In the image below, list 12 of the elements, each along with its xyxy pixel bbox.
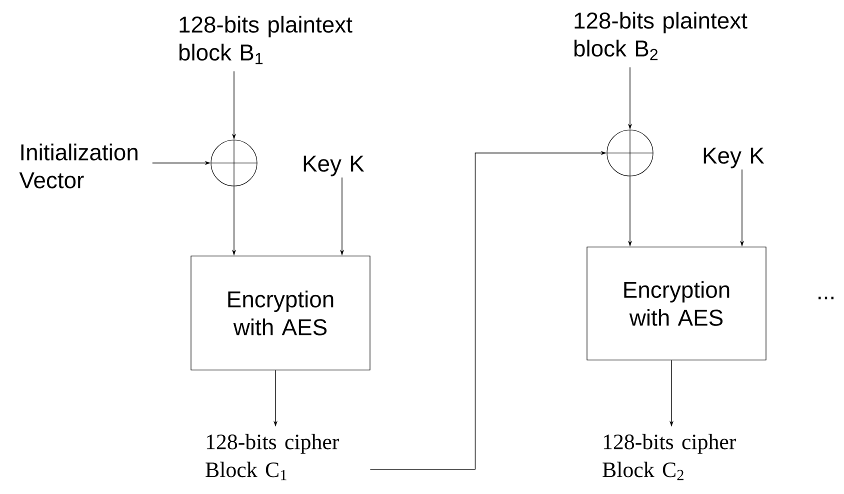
ellipsis-label: ...: [818, 296, 834, 300]
xor-symbol: [606, 129, 654, 177]
process-box: Encryption with AES: [586, 246, 766, 360]
text-label: 128-bits cipher Block C$_{2}$: [602, 434, 736, 480]
xor-symbol: [210, 139, 258, 187]
text-label: Initialization Vector: [19, 144, 138, 188]
text-label: Key K: [304, 156, 364, 176]
process-box: Encryption with AES: [190, 256, 370, 370]
text-label: 128-bits cipher Block C$_{1}$: [206, 434, 340, 480]
text-label: 128-bits plaintext block B$_{1}$: [180, 16, 352, 64]
text-label: Key K: [704, 148, 764, 168]
text-label: 128-bits plaintext block B$_{2}$: [574, 12, 748, 60]
